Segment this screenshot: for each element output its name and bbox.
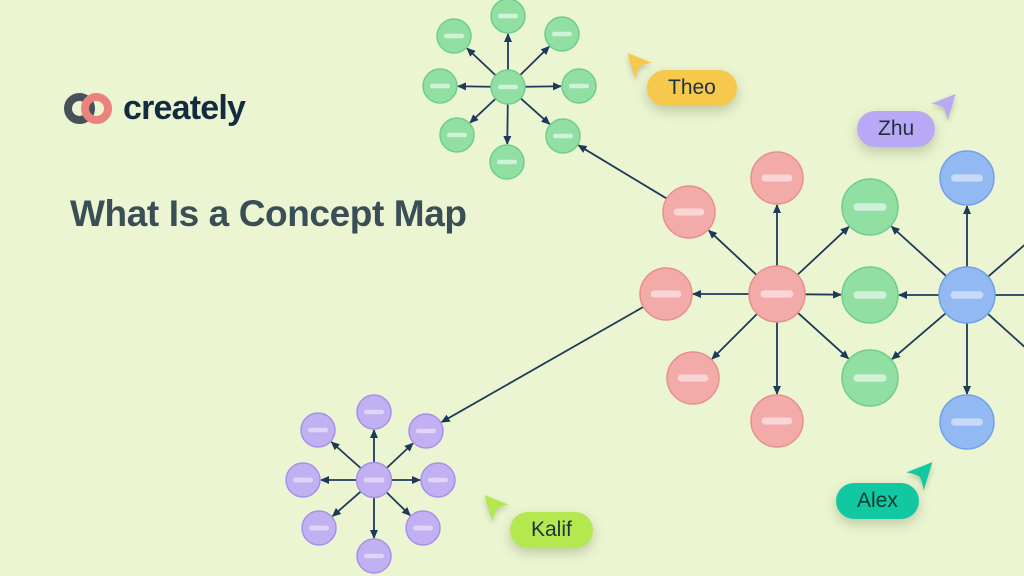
logo-ring-right-icon: [81, 93, 112, 124]
node-label-placeholder: [292, 477, 314, 483]
concept-edge: [797, 226, 850, 276]
node-label-placeholder: [497, 13, 519, 19]
concept-edge: [466, 47, 496, 76]
concept-edge: [520, 97, 551, 125]
concept-edge: [330, 441, 362, 469]
collaborator-name-tag: Kalif: [510, 512, 593, 548]
node-label-placeholder: [412, 525, 434, 531]
node-label-placeholder: [951, 174, 983, 182]
node-label-placeholder: [307, 427, 329, 433]
cursor-icon: [931, 94, 956, 121]
collaborator-name-tag: Theo: [647, 70, 737, 106]
collaborator-name-tag: Zhu: [857, 111, 936, 147]
node-label-placeholder: [443, 33, 465, 39]
node-label-placeholder: [363, 409, 385, 415]
concept-edge: [797, 312, 850, 360]
node-label-placeholder: [308, 525, 330, 531]
node-label-placeholder: [363, 553, 385, 559]
node-label-placeholder: [951, 418, 983, 426]
creately-logo-icon: [64, 93, 112, 124]
node-label-placeholder: [761, 417, 793, 425]
node-label-placeholder: [427, 477, 449, 483]
concept-edge: [386, 491, 411, 517]
collaborator-name-tag: Alex: [836, 483, 919, 519]
node-label-placeholder: [650, 290, 682, 298]
node-label-placeholder: [853, 374, 887, 382]
concept-edge: [331, 491, 362, 517]
node-label-placeholder: [496, 159, 518, 165]
concept-edge: [891, 312, 946, 360]
node-label-placeholder: [429, 83, 451, 89]
concept-edge: [577, 144, 667, 200]
node-label-placeholder: [568, 83, 590, 89]
concept-edge: [519, 45, 550, 76]
creately-logo[interactable]: creately: [64, 89, 246, 127]
concept-edge-ray: [987, 313, 1024, 348]
node-label-placeholder: [761, 174, 793, 182]
node-label-placeholder: [552, 133, 574, 139]
node-label-placeholder: [853, 291, 887, 299]
page-title: What Is a Concept Map: [70, 193, 467, 234]
node-label-placeholder: [363, 477, 385, 483]
node-label-placeholder: [446, 132, 468, 138]
cursor-icon: [484, 495, 509, 522]
concept-edge: [525, 82, 563, 91]
concept-edge: [386, 442, 414, 469]
concept-edge-ray: [987, 244, 1024, 277]
concept-edge: [440, 306, 644, 423]
node-label-placeholder: [760, 290, 794, 298]
concept-edge: [708, 229, 757, 276]
creately-wordmark: creately: [123, 89, 246, 127]
node-label-placeholder: [673, 208, 705, 216]
cursor-icon: [627, 53, 652, 80]
concept-edge: [503, 104, 512, 146]
node-label-placeholder: [415, 428, 437, 434]
concept-edge: [469, 98, 496, 124]
cursor-icon: [906, 462, 933, 491]
concept-edge: [890, 225, 947, 277]
node-label-placeholder: [497, 84, 519, 90]
node-label-placeholder: [950, 291, 984, 299]
node-label-placeholder: [551, 31, 573, 37]
concept-edge: [711, 313, 758, 360]
node-label-placeholder: [677, 374, 709, 382]
node-label-placeholder: [853, 203, 887, 211]
